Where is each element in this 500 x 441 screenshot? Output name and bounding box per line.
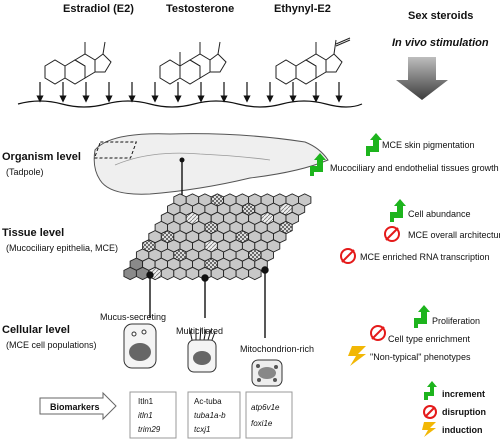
increase-icon: [414, 305, 430, 328]
biomarker-box-mitochondrion: atp6v1e foxi1e: [245, 391, 293, 439]
epithelial-cell: [185, 266, 200, 281]
cellular-effect-text: "Non-typical" phenotypes: [370, 352, 471, 362]
epithelium-cell-grid: [123, 193, 312, 281]
cellular-level-sub: (MCE cell populations): [6, 340, 97, 350]
tissue-effect-text: MCE enriched RNA transcription: [360, 252, 490, 262]
cellular-effect-2: Cell type enrichment: [370, 325, 471, 344]
biomarker-protein: Itln1: [138, 397, 154, 406]
tissue-level-sub: (Mucociliary epithelia, MCE): [6, 243, 118, 253]
stimulation-arrow-icon: [396, 57, 448, 100]
biomarkers-label-arrow: Biomarkers: [39, 391, 117, 421]
organism-level-sub: (Tadpole): [6, 167, 44, 177]
organism-effect-2: Mucociliary and endothelial tissues grow…: [310, 153, 499, 176]
epithelial-cell: [160, 266, 175, 281]
epithelial-cell: [210, 266, 225, 281]
tissue-effect-text: Cell abundance: [408, 209, 471, 219]
disruption-icon: [370, 325, 386, 341]
surface-wave-line: [17, 100, 363, 108]
header-subtitle: In vivo stimulation: [392, 37, 489, 49]
epithelial-cell: [235, 266, 250, 281]
increase-icon: [310, 153, 326, 176]
epithelial-cell: [223, 266, 237, 281]
biomarker-box-multiciliated: Ac-tuba tuba1a-b tcxj1: [187, 391, 241, 439]
cellular-effect-text: Proliferation: [432, 316, 480, 326]
increase-icon: [424, 381, 437, 400]
header-title: Sex steroids: [408, 10, 473, 22]
legend-increment: increment: [424, 381, 485, 400]
estradiol-structure: [44, 41, 112, 85]
tadpole-illustration: [93, 133, 329, 200]
legend: increment disruption induction: [422, 381, 486, 437]
compound-name-testosterone: Testosterone: [166, 3, 234, 15]
biomarker-gene: itln1: [138, 411, 153, 420]
steroid-structures: [44, 37, 351, 85]
increase-icon: [390, 199, 406, 222]
organism-effect-1: MCE skin pigmentation: [366, 133, 475, 156]
legend-text: disruption: [442, 407, 486, 417]
biomarker-gene: trim29: [138, 425, 161, 434]
cell-type-mucus-secreting: Mucus-secreting: [100, 312, 166, 322]
cellular-effect-3: "Non-typical" phenotypes: [348, 346, 471, 366]
mitochondrion-rich-cell: [251, 359, 283, 387]
epithelial-cell: [173, 266, 187, 281]
epithelial-cell: [248, 266, 262, 281]
biomarker-gene: atp6v1e: [251, 403, 280, 412]
disruption-icon: [384, 226, 400, 242]
legend-induction: induction: [422, 422, 483, 437]
legend-text: increment: [442, 389, 485, 399]
biomarker-gene: foxi1e: [251, 419, 273, 428]
organism-level-title: Organism level: [2, 151, 81, 163]
biomarker-box-mucus: Itln1 itln1 trim29: [129, 391, 177, 439]
increase-icon: [366, 133, 382, 156]
biomarker-gene: tcxj1: [194, 425, 210, 434]
testosterone-structure: [159, 41, 227, 85]
cellular-effect-1: Proliferation: [414, 305, 480, 328]
multiciliated-cell: [187, 327, 217, 373]
biomarkers-label: Biomarkers: [50, 402, 100, 412]
tissue-level-title: Tissue level: [2, 227, 64, 239]
cellular-level-title: Cellular level: [2, 324, 70, 336]
epithelial-cell: [123, 266, 137, 281]
legend-text: induction: [442, 425, 483, 435]
biomarker-gene: tuba1a-b: [194, 411, 226, 420]
disruption-icon: [340, 248, 356, 264]
compound-name-estradiol: Estradiol (E2): [63, 3, 134, 15]
compound-name-ethynyl-e2: Ethynyl-E2: [274, 3, 331, 15]
tissue-effect-3: MCE enriched RNA transcription: [340, 248, 490, 264]
ethynyl-e2-structure: [275, 37, 351, 85]
tissue-effect-1: Cell abundance: [390, 199, 471, 222]
legend-disruption: disruption: [423, 405, 486, 419]
lightning-icon: [422, 422, 436, 437]
tissue-effect-text: MCE overall architecture: [408, 230, 500, 240]
cell-connectors: [146, 266, 269, 338]
disruption-icon: [423, 405, 437, 419]
cell-type-multiciliated: Multiciliated: [176, 326, 223, 336]
dose-arrows: [36, 82, 343, 103]
mucus-secreting-cell: [123, 323, 157, 369]
tissue-effect-2: MCE overall architecture: [384, 226, 500, 242]
organism-effect-text: MCE skin pigmentation: [382, 140, 475, 150]
lightning-icon: [348, 346, 366, 366]
biomarker-protein: Ac-tuba: [194, 397, 222, 406]
cellular-effect-text: Cell type enrichment: [388, 334, 471, 344]
cell-type-mitochondrion-rich: Mitochondrion-rich: [240, 344, 314, 354]
organism-effect-text: Mucociliary and endothelial tissues grow…: [330, 163, 499, 173]
